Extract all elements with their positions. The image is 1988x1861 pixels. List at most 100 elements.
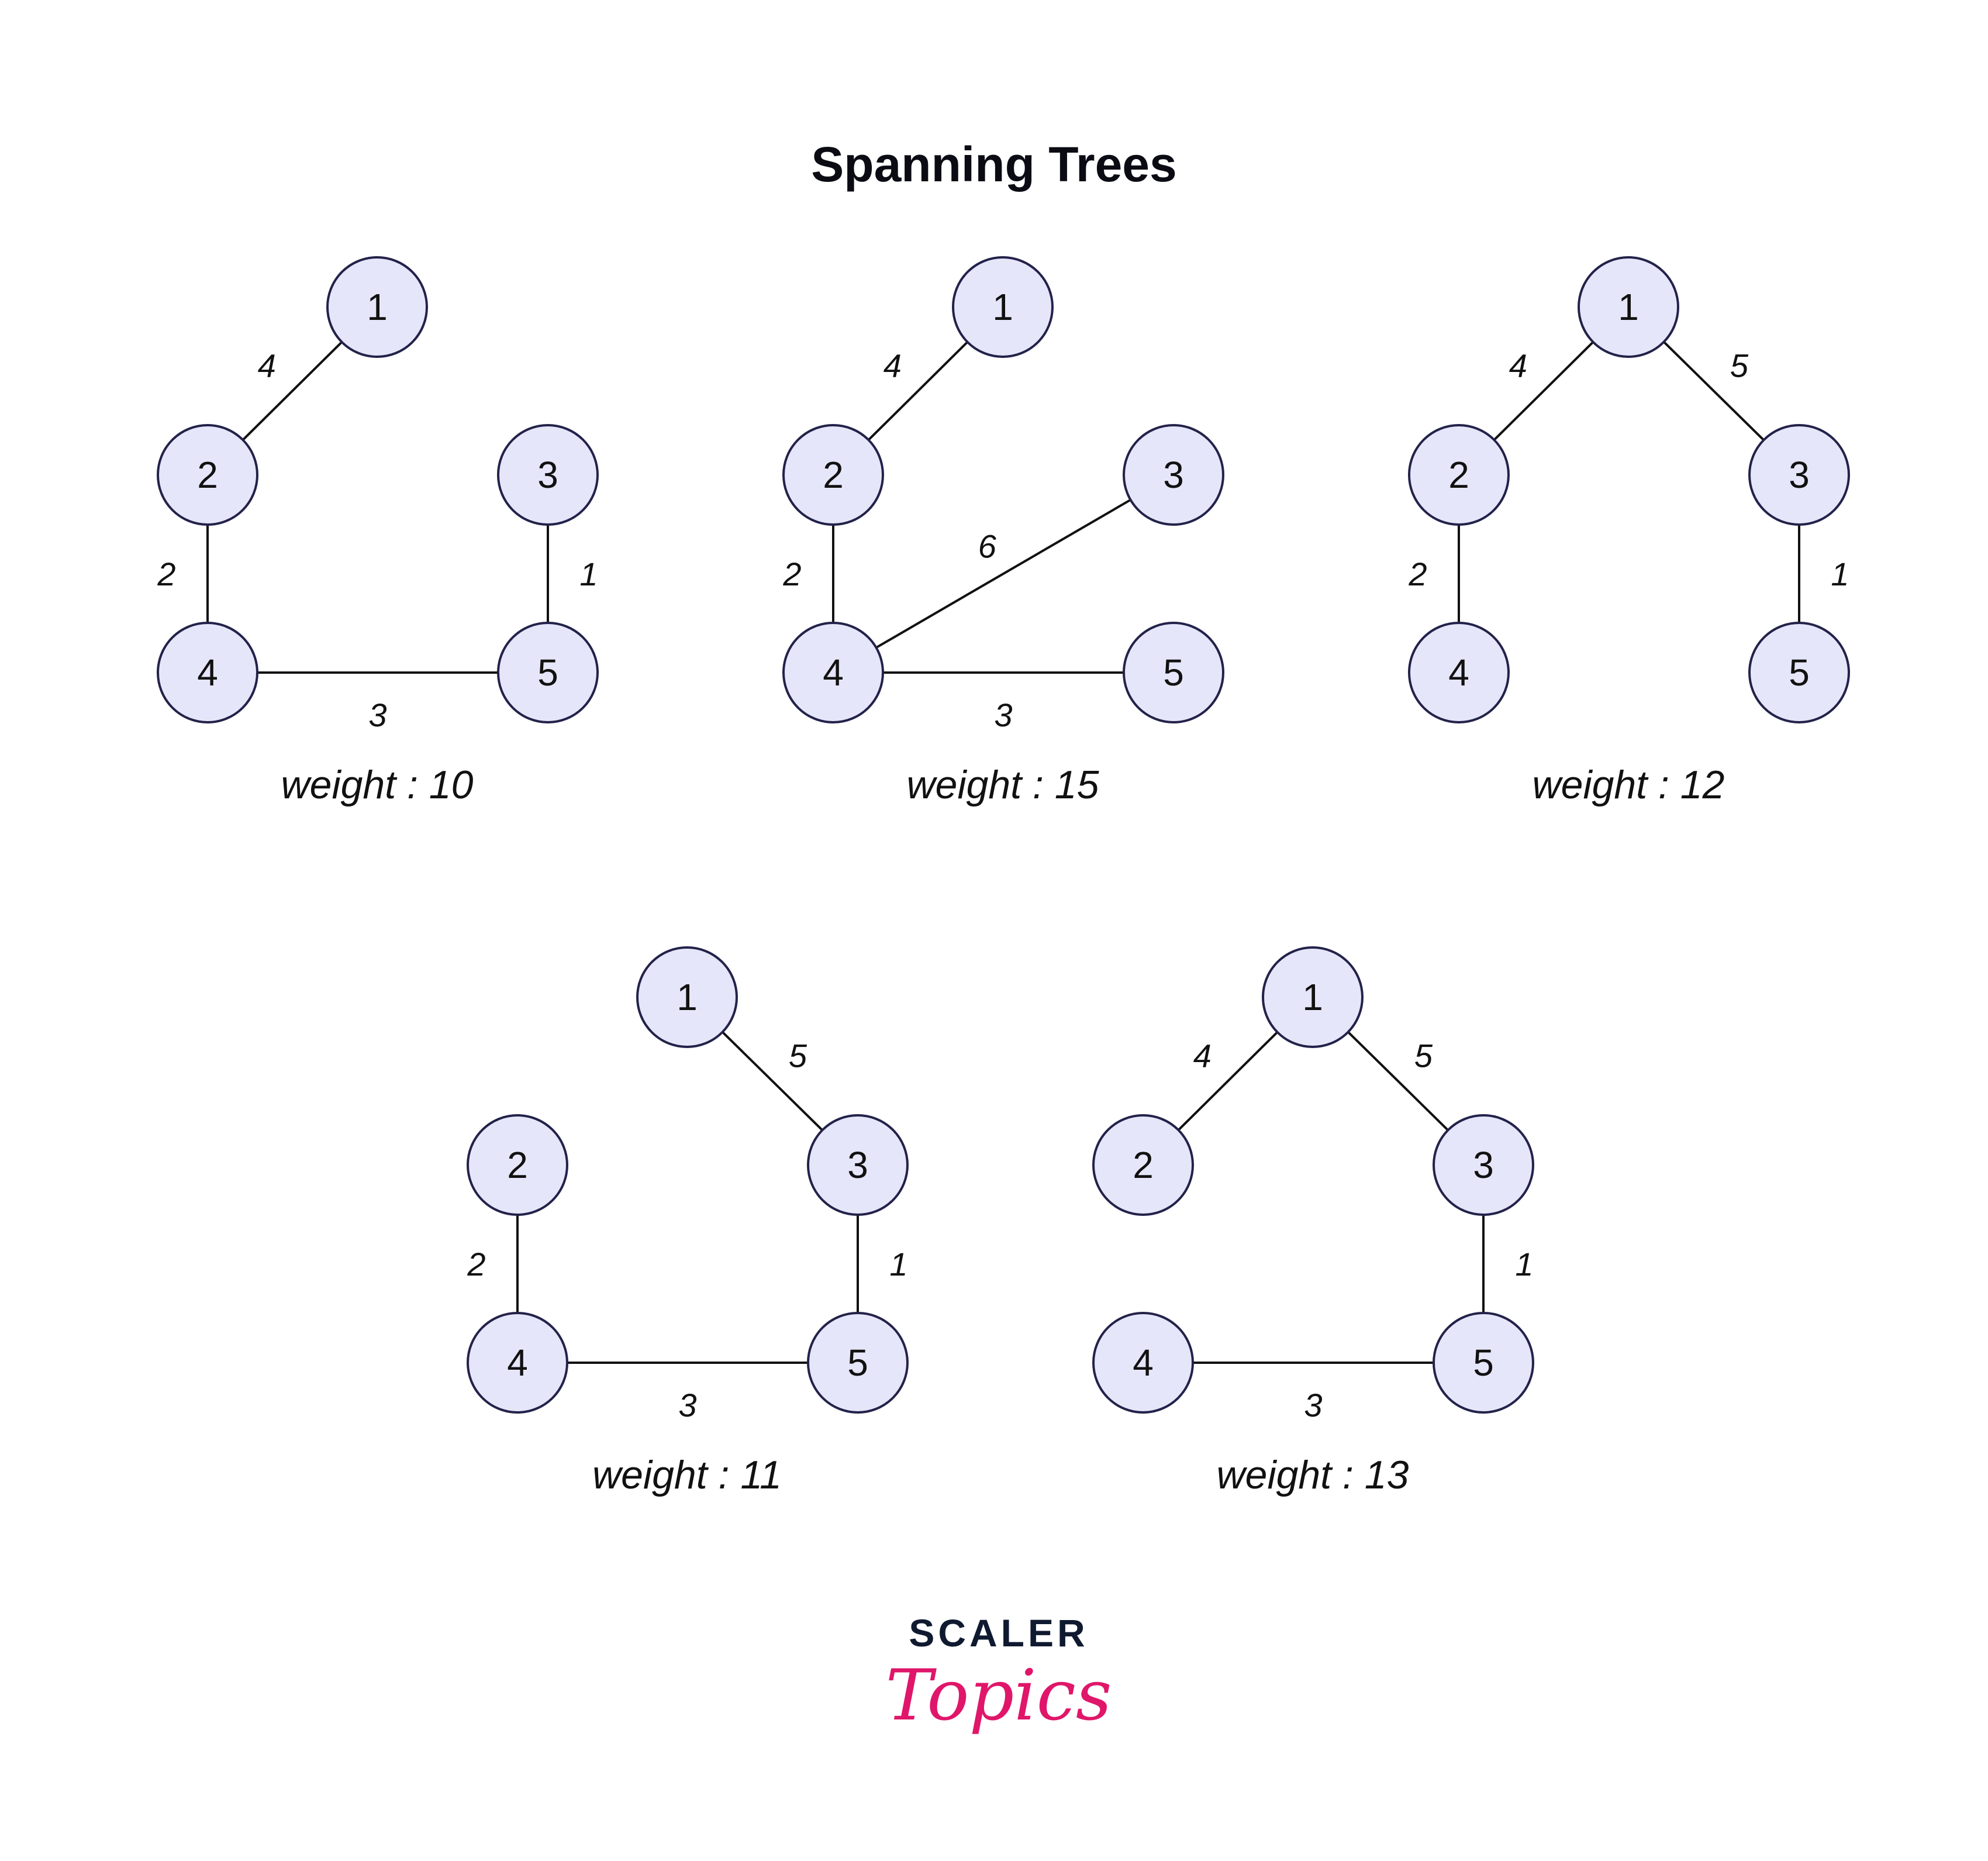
node-label: 5 <box>537 652 558 694</box>
node-4: 4 <box>467 1312 568 1414</box>
edge-weight-label: 3 <box>368 697 386 733</box>
logo-topics-text: Topics <box>886 1655 1112 1736</box>
page-title: Spanning Trees <box>811 137 1177 192</box>
node-circle <box>467 1114 568 1216</box>
node-label: 5 <box>1473 1342 1494 1384</box>
node-5: 5 <box>1433 1312 1534 1414</box>
node-circle <box>1408 622 1510 723</box>
node-label: 2 <box>197 454 218 496</box>
node-label: 2 <box>1448 454 1469 496</box>
node-circle <box>326 256 428 358</box>
edge-weight-label: 4 <box>883 347 902 384</box>
node-circle <box>1092 1312 1194 1414</box>
tree-weight-label: weight : 11 <box>592 1453 782 1497</box>
node-circle <box>157 424 258 526</box>
node-circle <box>1433 1312 1534 1414</box>
edge-weight-label: 3 <box>994 697 1012 733</box>
node-circle <box>1748 622 1850 723</box>
node-2: 2 <box>1408 424 1510 526</box>
scaler-topics-logo: SCALER Topics <box>886 1611 1112 1736</box>
node-label: 3 <box>1789 454 1810 496</box>
node-1: 1 <box>636 946 738 1048</box>
node-3: 3 <box>497 424 599 526</box>
node-4: 4 <box>1092 1312 1194 1414</box>
spanning-tree-2: 4 2 6 3 1 2 3 4 5 weight : 15 <box>782 256 1224 807</box>
node-label: 5 <box>1789 652 1810 694</box>
node-circle <box>157 622 258 723</box>
node-label: 3 <box>1163 454 1184 496</box>
edge-1-3 <box>1347 1031 1449 1131</box>
node-circle <box>1123 424 1224 526</box>
node-label: 3 <box>1473 1144 1494 1186</box>
node-circle <box>1748 424 1850 526</box>
node-circle <box>636 946 738 1048</box>
node-5: 5 <box>1123 622 1224 723</box>
edge-1-2 <box>1178 1031 1278 1131</box>
node-circle <box>467 1312 568 1414</box>
node-label: 2 <box>1133 1144 1154 1186</box>
node-label: 4 <box>507 1342 528 1384</box>
node-2: 2 <box>467 1114 568 1216</box>
node-4: 4 <box>782 622 884 723</box>
edge-weight-label: 2 <box>1408 556 1427 592</box>
node-1: 1 <box>326 256 428 358</box>
node-circle <box>952 256 1054 358</box>
node-label: 5 <box>847 1342 868 1384</box>
edge-weight-label: 4 <box>1193 1037 1212 1074</box>
node-2: 2 <box>1092 1114 1194 1216</box>
edge-weight-label: 2 <box>467 1246 485 1283</box>
node-2: 2 <box>157 424 258 526</box>
node-3: 3 <box>1748 424 1850 526</box>
node-circle <box>1092 1114 1194 1216</box>
node-label: 3 <box>847 1144 868 1186</box>
edge-weight-label: 5 <box>1414 1037 1433 1074</box>
tree-weight-label: weight : 13 <box>1217 1453 1409 1497</box>
edge-weight-label: 4 <box>258 347 276 384</box>
node-label: 1 <box>992 286 1013 328</box>
node-1: 1 <box>952 256 1054 358</box>
edge-4-3 <box>875 498 1131 649</box>
node-label: 4 <box>197 652 218 694</box>
edge-1-2 <box>1493 341 1594 441</box>
node-circle <box>1408 424 1510 526</box>
tree-weight-label: weight : 12 <box>1533 763 1725 807</box>
tree-weight-label: weight : 15 <box>907 763 1099 807</box>
node-circle <box>807 1312 909 1414</box>
logo-scaler-text: SCALER <box>909 1611 1088 1655</box>
edge-1-2 <box>868 341 968 441</box>
node-5: 5 <box>497 622 599 723</box>
edge-1-3 <box>722 1031 823 1131</box>
edge-weight-label: 2 <box>782 556 801 592</box>
node-label: 4 <box>1448 652 1469 694</box>
edge-weight-label: 1 <box>1515 1246 1533 1283</box>
edge-weight-label: 1 <box>579 556 598 592</box>
node-label: 2 <box>507 1144 528 1186</box>
edge-weight-label: 6 <box>978 528 997 564</box>
node-label: 3 <box>537 454 558 496</box>
edge-weight-label: 5 <box>1730 347 1749 384</box>
edge-weight-label: 1 <box>1831 556 1849 592</box>
node-circle <box>807 1114 909 1216</box>
node-5: 5 <box>1748 622 1850 723</box>
node-label: 1 <box>677 976 698 1018</box>
node-label: 4 <box>1133 1342 1154 1384</box>
edge-1-2 <box>242 341 343 441</box>
node-circle <box>497 424 599 526</box>
node-circle <box>1262 946 1364 1048</box>
edge-weight-label: 4 <box>1509 347 1527 384</box>
edge-weight-label: 1 <box>889 1246 907 1283</box>
node-3: 3 <box>807 1114 909 1216</box>
edge-weight-label: 3 <box>1304 1387 1322 1424</box>
node-4: 4 <box>1408 622 1510 723</box>
node-circle <box>1578 256 1679 358</box>
tree-weight-label: weight : 10 <box>281 763 474 807</box>
node-2: 2 <box>782 424 884 526</box>
edge-1-3 <box>1663 341 1765 441</box>
node-4: 4 <box>157 622 258 723</box>
trees-container: 4 2 1 3 1 2 3 4 5 weight : 10 4 2 6 3 1 2 3 4 5 weight : 15… <box>157 256 1850 1497</box>
edge-weight-label: 5 <box>789 1037 807 1074</box>
